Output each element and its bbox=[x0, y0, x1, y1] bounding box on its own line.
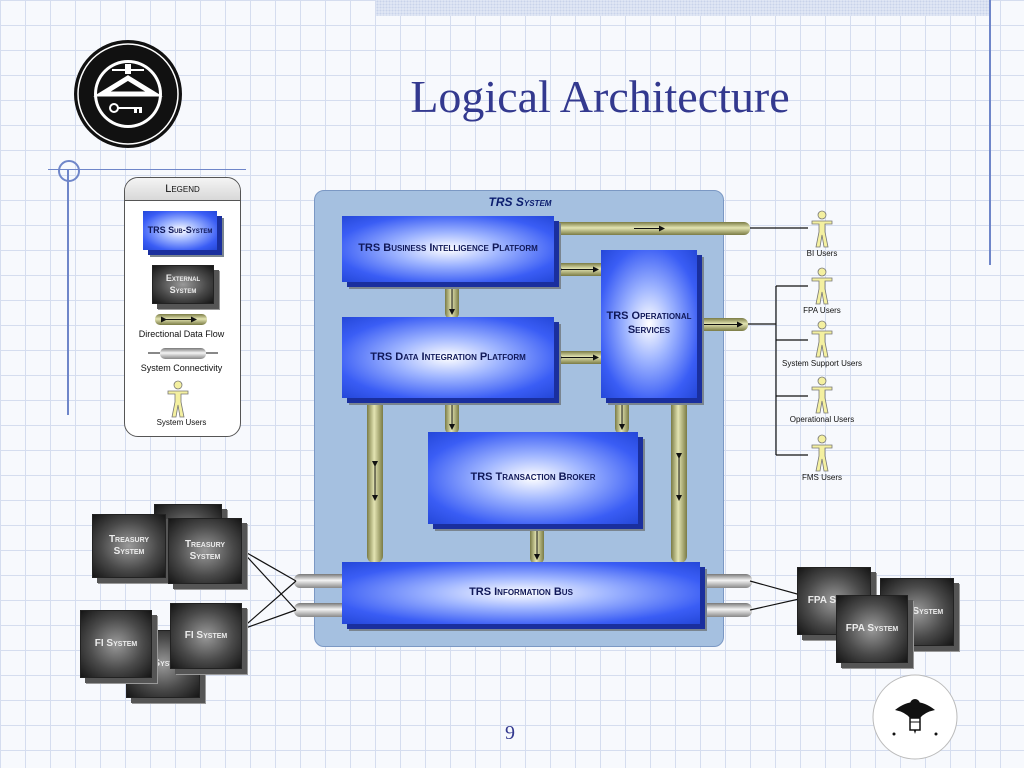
pipe-bi-ops bbox=[555, 263, 607, 276]
federal-reserve-seal-logo bbox=[872, 674, 958, 760]
legend-subsystem-sample: TRS Sub-System bbox=[143, 211, 217, 250]
slide-number: 9 bbox=[505, 722, 515, 744]
slide-title: Logical Architecture bbox=[410, 71, 790, 122]
pipe-ops-broker bbox=[615, 398, 629, 434]
bus-connectors-left bbox=[294, 574, 350, 617]
support-users-icon bbox=[811, 320, 833, 358]
bi-users-icon bbox=[811, 210, 833, 248]
operational-users-icon bbox=[811, 376, 833, 414]
legend-users-label: System Users bbox=[156, 418, 207, 427]
external-system-fpa-front: FPA System bbox=[836, 595, 908, 663]
trs-data-integration-platform: TRS Data Integration Platform bbox=[342, 317, 554, 398]
trs-transaction-broker: TRS Transaction Broker bbox=[428, 432, 638, 524]
external-system-fi-front: FI System bbox=[170, 603, 242, 669]
treasury-seal-logo bbox=[74, 40, 182, 148]
divider-line-horizontal bbox=[48, 169, 246, 170]
legend-flow-label: Directional Data Flow bbox=[138, 329, 225, 339]
fms-users-icon bbox=[811, 434, 833, 472]
external-lines-left bbox=[239, 548, 297, 631]
operational-users-label: Operational Users bbox=[789, 415, 855, 424]
external-system-fi: FI System bbox=[80, 610, 152, 678]
legend-user-icon bbox=[167, 380, 189, 418]
trs-operational-services: TRS Operational Services bbox=[601, 250, 697, 398]
trs-system-label: TRS System bbox=[488, 195, 552, 209]
pipe-broker-bus bbox=[530, 524, 544, 564]
pipe-di-ops bbox=[555, 351, 607, 364]
legend-connectivity-label: System Connectivity bbox=[140, 363, 223, 373]
legend-flow-pipe bbox=[155, 314, 207, 325]
trs-bi-platform: TRS Business Intelligence Platform bbox=[342, 216, 554, 282]
pipe-di-bus bbox=[367, 398, 383, 563]
external-system-treasury: Treasury System bbox=[92, 514, 166, 578]
pipe-di-broker bbox=[445, 398, 459, 434]
trs-information-bus: TRS Information Bus bbox=[342, 562, 700, 624]
external-system-treasury-front: Treasury System bbox=[168, 518, 242, 584]
fms-users-label: FMS Users bbox=[802, 473, 842, 482]
user-lines bbox=[748, 227, 808, 456]
header-pattern-band bbox=[376, 0, 990, 16]
divider-line-right bbox=[989, 0, 991, 265]
pipe-bi-di bbox=[445, 283, 459, 319]
legend-external-sample: External System bbox=[152, 265, 214, 304]
pipe-bi-to-users bbox=[552, 222, 750, 235]
pipe-ops-bus bbox=[671, 398, 687, 563]
fpa-users-label: FPA Users bbox=[803, 306, 841, 315]
legend-title: Legend bbox=[125, 178, 240, 201]
bus-connectors-right bbox=[698, 574, 752, 617]
divider-circle bbox=[58, 160, 80, 182]
bi-users-label: BI Users bbox=[806, 249, 838, 258]
fpa-users-icon bbox=[811, 267, 833, 305]
legend-connectivity-pipe bbox=[148, 348, 218, 359]
divider-line-left bbox=[67, 170, 69, 415]
support-users-label: System Support Users bbox=[781, 359, 863, 368]
pipe-ops-users bbox=[698, 318, 748, 331]
